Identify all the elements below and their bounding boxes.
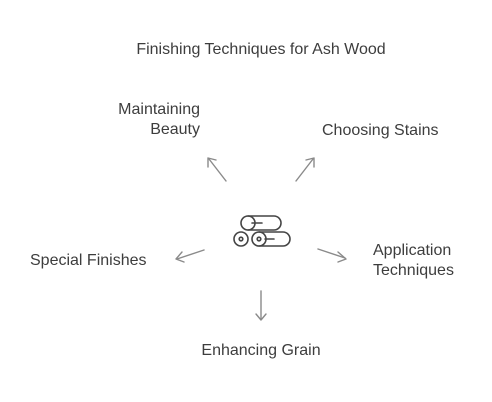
arrow-special-finishes	[175, 249, 205, 263]
arrow-choosing-stains	[295, 157, 315, 182]
arrow-maintaining-beauty	[207, 157, 227, 182]
logs-icon	[233, 215, 291, 247]
branch-application-techniques: Application Techniques	[373, 242, 454, 279]
diagram-title: Finishing Techniques for Ash Wood	[136, 41, 386, 58]
arrow-enhancing-grain	[255, 290, 267, 321]
arrow-application-techniques	[317, 248, 347, 263]
branch-maintaining-beauty: Maintaining Beauty	[118, 101, 200, 138]
branch-choosing-stains: Choosing Stains	[322, 122, 439, 139]
branch-special-finishes: Special Finishes	[30, 252, 147, 269]
branch-enhancing-grain: Enhancing Grain	[201, 342, 321, 359]
